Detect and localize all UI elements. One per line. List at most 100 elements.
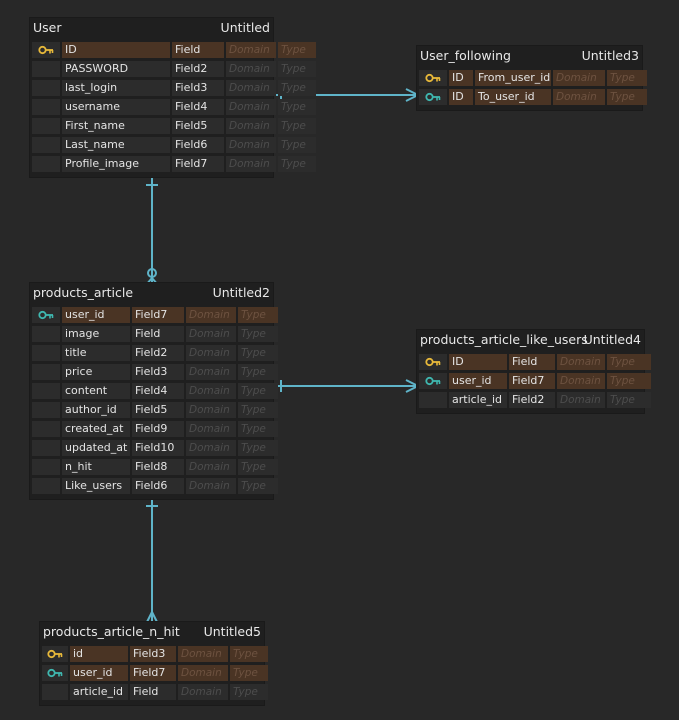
table-header[interactable]: User_following Untitled3	[417, 46, 642, 66]
column-field[interactable]: Field3	[130, 646, 176, 662]
column-name[interactable]: Last_name	[62, 137, 170, 153]
relationship-user-products-article[interactable]	[145, 178, 159, 286]
column-domain[interactable]: Domain	[186, 326, 236, 342]
column-field[interactable]: Field7	[172, 156, 224, 172]
column-field[interactable]: Field2	[132, 345, 184, 361]
column-type[interactable]: Type	[230, 665, 268, 681]
relationship-article-n-hit[interactable]	[145, 500, 159, 625]
column-type[interactable]: Type	[278, 118, 316, 134]
column-domain[interactable]: Domain	[186, 364, 236, 380]
column-type[interactable]: Type	[238, 326, 278, 342]
table-header[interactable]: products_article Untitled2	[30, 283, 273, 303]
column-domain[interactable]: Domain	[178, 665, 228, 681]
column-type[interactable]: Type	[238, 307, 278, 323]
column-type[interactable]: Type	[238, 421, 278, 437]
column-field[interactable]: Field	[132, 326, 184, 342]
column-name[interactable]: author_id	[62, 402, 130, 418]
column-field[interactable]: Field3	[172, 80, 224, 96]
column-domain[interactable]: Domain	[226, 156, 276, 172]
column-type[interactable]: Type	[238, 440, 278, 456]
column-name[interactable]: title	[62, 345, 130, 361]
column-domain[interactable]: Domain	[186, 478, 236, 494]
column-domain[interactable]: Domain	[226, 42, 276, 58]
column-name[interactable]: First_name	[62, 118, 170, 134]
column-field[interactable]: Field	[130, 684, 176, 700]
table-header[interactable]: User Untitled	[30, 18, 273, 38]
column-name[interactable]: content	[62, 383, 130, 399]
column-name[interactable]: price	[62, 364, 130, 380]
column-field[interactable]: Field9	[132, 421, 184, 437]
column-name[interactable]: user_id	[449, 373, 507, 389]
column-field[interactable]: Field8	[132, 459, 184, 475]
column-field[interactable]: Field5	[172, 118, 224, 134]
column-domain[interactable]: Domain	[226, 118, 276, 134]
column-field[interactable]: Field7	[130, 665, 176, 681]
column-field[interactable]: Field7	[509, 373, 555, 389]
column-field[interactable]: Field3	[132, 364, 184, 380]
column-domain[interactable]: Domain	[186, 459, 236, 475]
column-type[interactable]: Type	[238, 345, 278, 361]
column-type[interactable]: Type	[607, 70, 647, 86]
column-name[interactable]: id	[70, 646, 128, 662]
column-name[interactable]: article_id	[70, 684, 128, 700]
column-field[interactable]: Field	[172, 42, 224, 58]
column-name[interactable]: user_id	[62, 307, 130, 323]
column-type[interactable]: Type	[278, 137, 316, 153]
column-type[interactable]: Type	[607, 89, 647, 105]
column-type[interactable]: Type	[278, 42, 316, 58]
column-type[interactable]: Type	[278, 61, 316, 77]
column-name[interactable]: ID	[449, 89, 473, 105]
column-name[interactable]: n_hit	[62, 459, 130, 475]
column-domain[interactable]: Domain	[186, 307, 236, 323]
column-domain[interactable]: Domain	[226, 137, 276, 153]
column-type[interactable]: Type	[278, 80, 316, 96]
column-name[interactable]: username	[62, 99, 170, 115]
column-type[interactable]: Type	[238, 402, 278, 418]
column-type[interactable]: Type	[607, 373, 651, 389]
column-name[interactable]: updated_at	[62, 440, 130, 456]
column-name[interactable]: article_id	[449, 392, 507, 408]
column-name[interactable]: Like_users	[62, 478, 130, 494]
column-name[interactable]: Profile_image	[62, 156, 170, 172]
column-field[interactable]: Field5	[132, 402, 184, 418]
column-domain[interactable]: Domain	[553, 89, 605, 105]
column-name[interactable]: ID	[449, 354, 507, 370]
column-type[interactable]: Type	[230, 684, 268, 700]
column-type[interactable]: Type	[238, 478, 278, 494]
column-name[interactable]: last_login	[62, 80, 170, 96]
column-name[interactable]: ID	[449, 70, 473, 86]
column-field[interactable]: Field10	[132, 440, 184, 456]
column-field[interactable]: Field4	[172, 99, 224, 115]
column-field[interactable]: Field6	[132, 478, 184, 494]
table-header[interactable]: products_article_like_users Untitled4	[417, 330, 644, 350]
column-field[interactable]: Field4	[132, 383, 184, 399]
column-type[interactable]: Type	[238, 459, 278, 475]
column-type[interactable]: Type	[278, 99, 316, 115]
column-name[interactable]: image	[62, 326, 130, 342]
column-field[interactable]: Field	[509, 354, 555, 370]
column-field[interactable]: Field7	[132, 307, 184, 323]
